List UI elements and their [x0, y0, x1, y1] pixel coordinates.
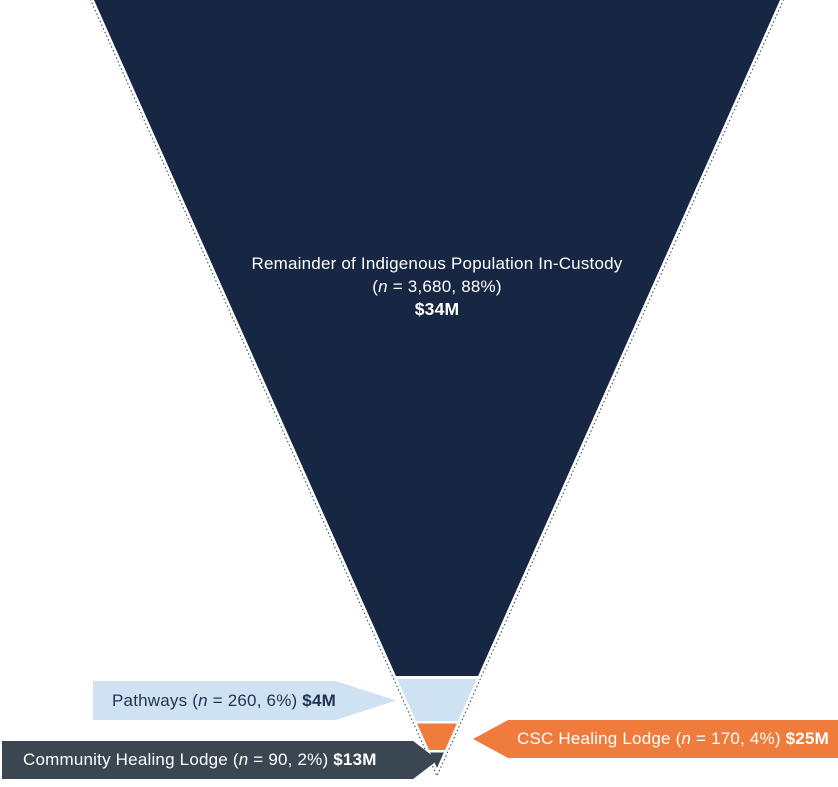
remainder-n-variable: n: [378, 277, 388, 296]
pathways-amount: $4M: [302, 691, 336, 710]
funnel-outline: [90, 0, 784, 778]
callout-csc-healing-lodge: CSC Healing Lodge (n = 170, 4%) $25M: [473, 720, 838, 758]
funnel-segment-remainder: [94, 0, 780, 676]
community-amount: $13M: [333, 750, 377, 769]
community-n-variable: n: [238, 750, 249, 769]
pathways-label: Pathways (: [112, 691, 199, 710]
csc-n-variable: n: [681, 729, 692, 748]
segment-label-remainder: Remainder of Indigenous Population In-Cu…: [252, 252, 623, 321]
csc-n-value: = 170, 4%): [691, 729, 786, 748]
community-n-value: = 90, 2%): [248, 750, 334, 769]
remainder-n-value: = 3,680, 88%): [387, 277, 502, 296]
funnel-segment-pathways: [397, 679, 477, 721]
remainder-amount: $34M: [414, 299, 460, 319]
csc-label: CSC Healing Lodge (: [517, 729, 682, 748]
pathways-n-variable: n: [198, 691, 208, 710]
pathways-n-value: = 260, 6%): [207, 691, 303, 710]
community-label: Community Healing Lodge (: [23, 750, 239, 769]
remainder-label-line2: (n = 3,680, 88%): [252, 275, 623, 298]
csc-amount: $25M: [785, 729, 829, 748]
remainder-paren-open: (: [372, 277, 379, 296]
funnel-segment-csc-healing-lodge: [417, 723, 457, 750]
callout-pathways: Pathways (n = 260, 6%) $4M: [93, 681, 396, 720]
callout-community-healing-lodge: Community Healing Lodge (n = 90, 2%) $13…: [2, 741, 438, 779]
remainder-label-line1: Remainder of Indigenous Population In-Cu…: [251, 254, 623, 273]
